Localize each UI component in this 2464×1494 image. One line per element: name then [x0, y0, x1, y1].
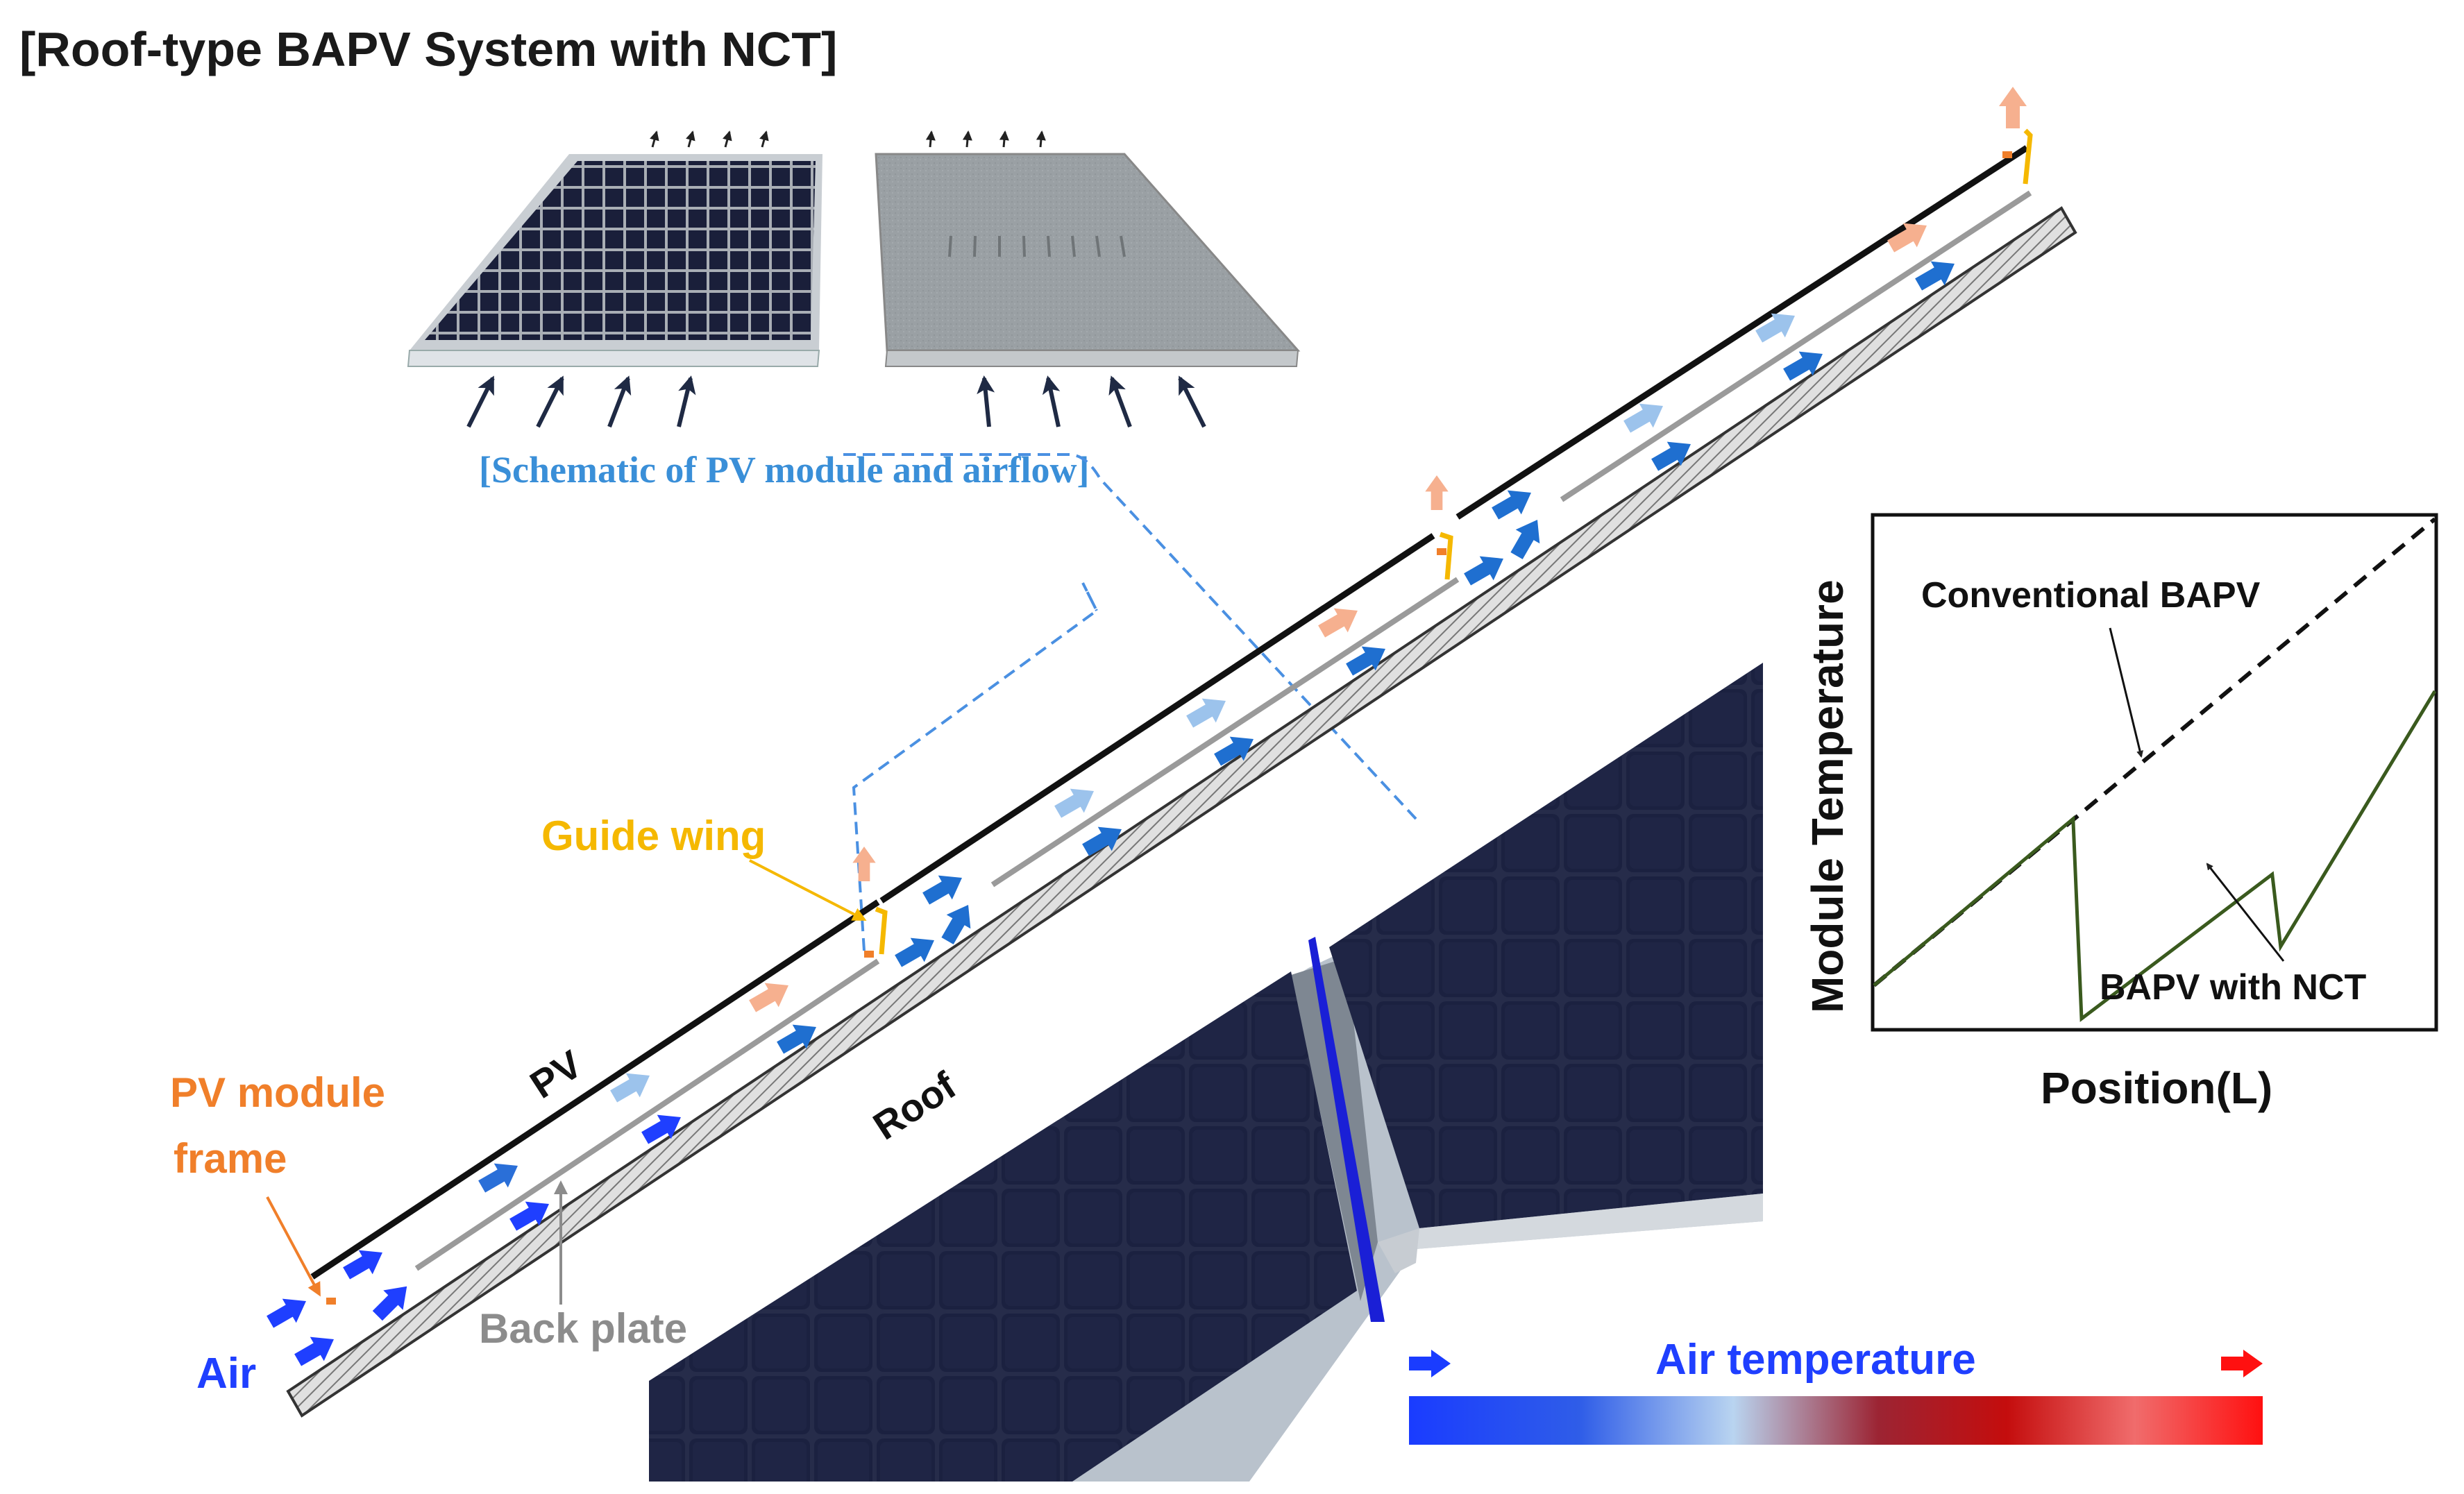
label-frame-1: PV module [170, 1069, 385, 1116]
roof-cross-section [286, 128, 2077, 1418]
outflow-arrows-top [650, 130, 1046, 148]
pv-module-back [875, 153, 1301, 367]
hot-arrow-icon [2221, 1350, 2263, 1377]
schematic-caption: [Schematic of PV module and airflow] [479, 449, 1089, 491]
label-back-plate: Back plate [479, 1305, 687, 1352]
figure-title: [Roof-type BAPV System with NCT] [19, 22, 837, 76]
label-air: Air [196, 1350, 256, 1398]
panel-3d-render [649, 663, 1763, 1482]
chart-frame [1871, 513, 2438, 1032]
dashed-connector [843, 453, 1417, 951]
pv-module-3 [1455, 145, 2029, 520]
air-temperature-legend: Air temperature [1409, 1336, 2263, 1445]
back-plate-2 [990, 577, 1460, 888]
temperature-gradient-bar [1409, 1396, 2263, 1445]
frame-leader [266, 1196, 321, 1297]
label-guide-wing: Guide wing [541, 813, 766, 859]
label-frame-2: frame [174, 1135, 287, 1182]
pv-module-2 [879, 533, 1435, 903]
inflow-arrows-bottom [466, 375, 1206, 428]
series-nct-line [1873, 690, 2437, 1022]
back-plate-3 [1560, 190, 2032, 502]
cold-arrow-icon [1409, 1350, 1451, 1377]
chart-xlabel: Position(L) [2041, 1063, 2272, 1113]
roof-slab [286, 206, 2077, 1418]
label-roof: Roof [866, 1063, 964, 1148]
back-plate-1 [414, 958, 880, 1271]
nct-label: BAPV with NCT [2100, 967, 2366, 1008]
guide-wing-leader [749, 859, 867, 921]
conventional-label: Conventional BAPV [1921, 575, 2261, 616]
pv-module-1 [310, 899, 880, 1280]
series-conventional-line [1873, 517, 2436, 987]
chart-ylabel: Module Temperature [1803, 579, 1853, 1013]
pv-module-front [407, 154, 822, 367]
conventional-leader [2109, 627, 2143, 758]
air-temperature-label: Air temperature [1655, 1336, 1976, 1384]
nct-leader [2206, 863, 2285, 962]
temperature-chart: Module Temperature Position(L) Conventio… [1803, 513, 2438, 1113]
